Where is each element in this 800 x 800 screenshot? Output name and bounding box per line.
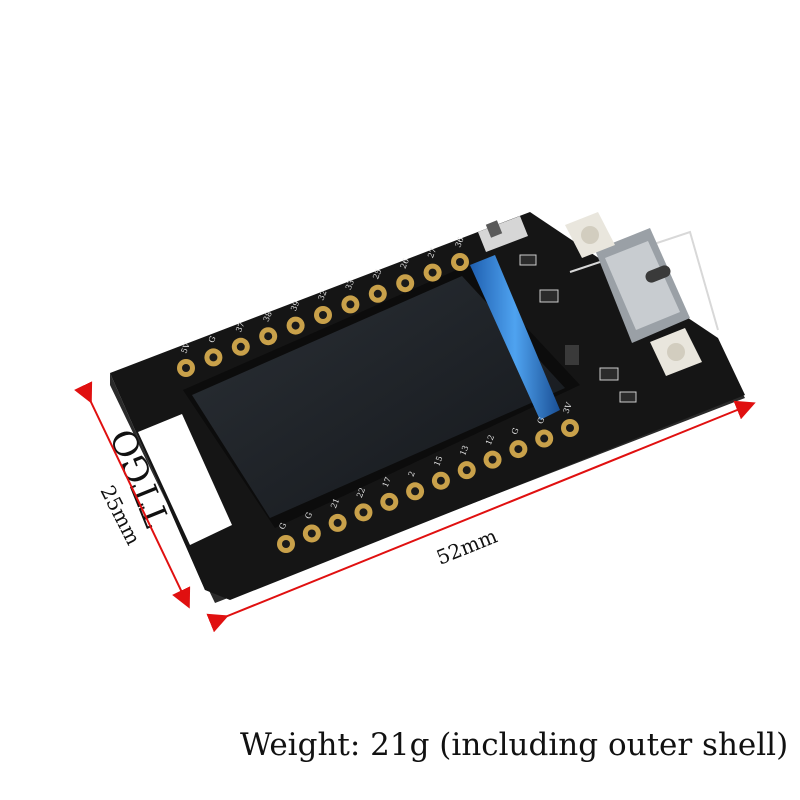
bottom-header-pad-hole: [540, 434, 549, 443]
bottom-header-pad-hole: [488, 455, 497, 464]
bottom-header-pad-hole: [307, 529, 316, 538]
top-header-pad-hole: [346, 300, 355, 309]
top-header-pin-label: 5V: [180, 341, 192, 355]
top-header-pin-label: 37: [234, 321, 246, 334]
top-header-pin-label: 38: [262, 310, 274, 323]
top-header-pin-label: 25: [371, 268, 383, 281]
top-header-pad-hole: [401, 279, 410, 288]
bottom-header-pad-hole: [436, 476, 445, 485]
bottom-header-pad-hole: [385, 497, 394, 506]
slide-switch: [478, 216, 528, 252]
top-header-pin-label: G: [207, 335, 218, 344]
bottom-header-pad-hole: [282, 540, 290, 548]
bottom-header-pad-hole: [462, 466, 471, 475]
top-header-pad-hole: [456, 258, 464, 266]
button-bottom: [650, 328, 702, 376]
bottom-header-pad-hole: [514, 445, 523, 454]
top-header-pad-hole: [182, 364, 190, 372]
top-header-pin-label: 33: [344, 278, 356, 291]
bottom-header-pad-hole: [566, 424, 574, 432]
top-header-pad-hole: [236, 342, 245, 351]
top-header-pad-hole: [428, 268, 437, 277]
weight-caption: Weight: 21g (including outer shell): [240, 727, 789, 763]
top-header-pad-hole: [209, 353, 218, 362]
usb-c-port: [595, 228, 690, 343]
length-label: 52mm: [433, 524, 501, 570]
top-header-pad-hole: [319, 311, 327, 319]
bottom-header-pad-hole: [411, 487, 420, 496]
top-header-pin-label: 26: [399, 257, 411, 270]
pin-header-bottom: 5V G 37 38 39 32 33 25 26 27 36: [177, 236, 469, 377]
top-header-pad-hole: [373, 289, 382, 298]
top-header-pin-label: 32: [317, 289, 329, 302]
top-header-pin-label: 27: [426, 247, 438, 260]
smd-components: [519, 254, 637, 403]
top-header-pin-label: 39: [289, 300, 301, 313]
top-header-pad-hole: [291, 321, 300, 330]
top-header-pad-hole: [264, 332, 273, 341]
top-header-pin-label: 36: [454, 236, 466, 249]
button-top: [565, 212, 615, 258]
bottom-header-pad-hole: [333, 518, 342, 527]
bottom-header-pad-hole: [359, 508, 368, 517]
